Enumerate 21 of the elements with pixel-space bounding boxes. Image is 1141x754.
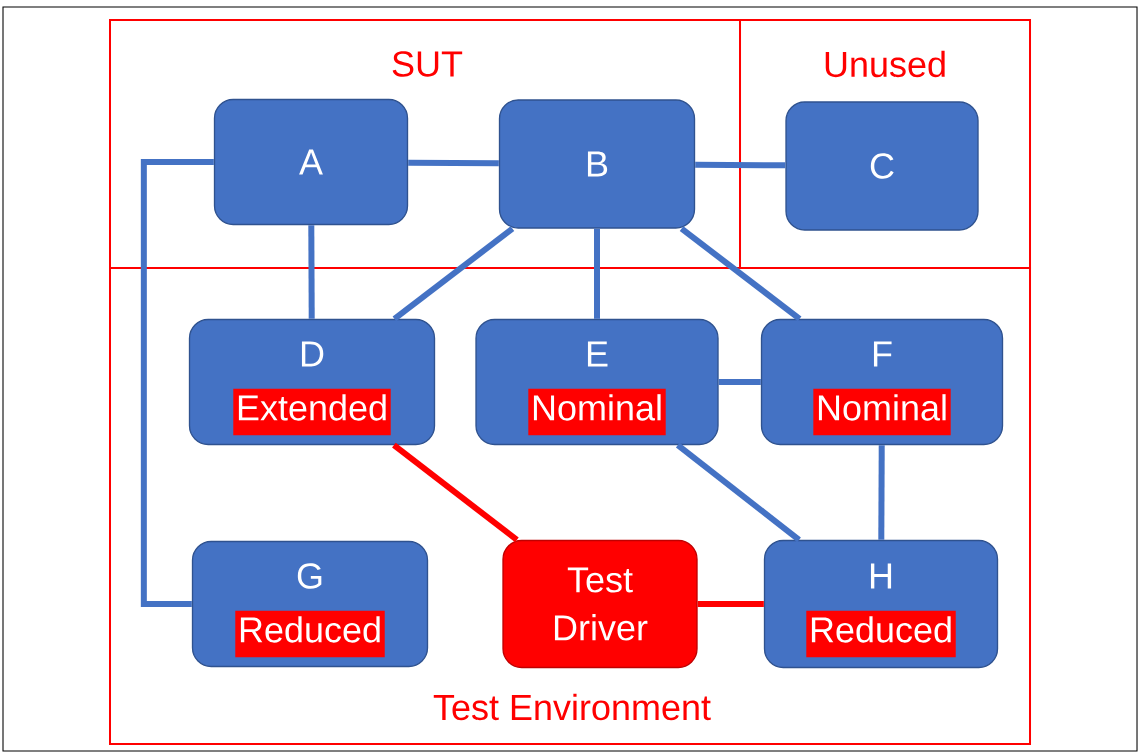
connector-line <box>695 161 786 169</box>
process-box: F Nominal <box>760 318 1004 446</box>
connector-line <box>140 159 214 607</box>
process-box: D Extended <box>188 318 436 446</box>
process-box: E Nominal <box>475 318 719 446</box>
connector-line <box>878 445 885 540</box>
process-box: A <box>213 98 409 226</box>
connector-line <box>594 228 600 319</box>
connector-line <box>718 379 761 385</box>
connector-line <box>675 442 801 543</box>
process-box: C <box>785 101 979 231</box>
connector-line <box>308 225 315 319</box>
process-box: G Reduced <box>191 540 429 668</box>
connector-line <box>392 226 515 322</box>
connector-line <box>392 442 519 543</box>
process-box: Test Driver <box>502 539 698 669</box>
connector-line <box>679 226 802 322</box>
process-box: B <box>498 99 696 229</box>
connector-line <box>408 159 499 167</box>
connector-line <box>697 601 764 607</box>
process-box: H Reduced <box>763 539 999 669</box>
